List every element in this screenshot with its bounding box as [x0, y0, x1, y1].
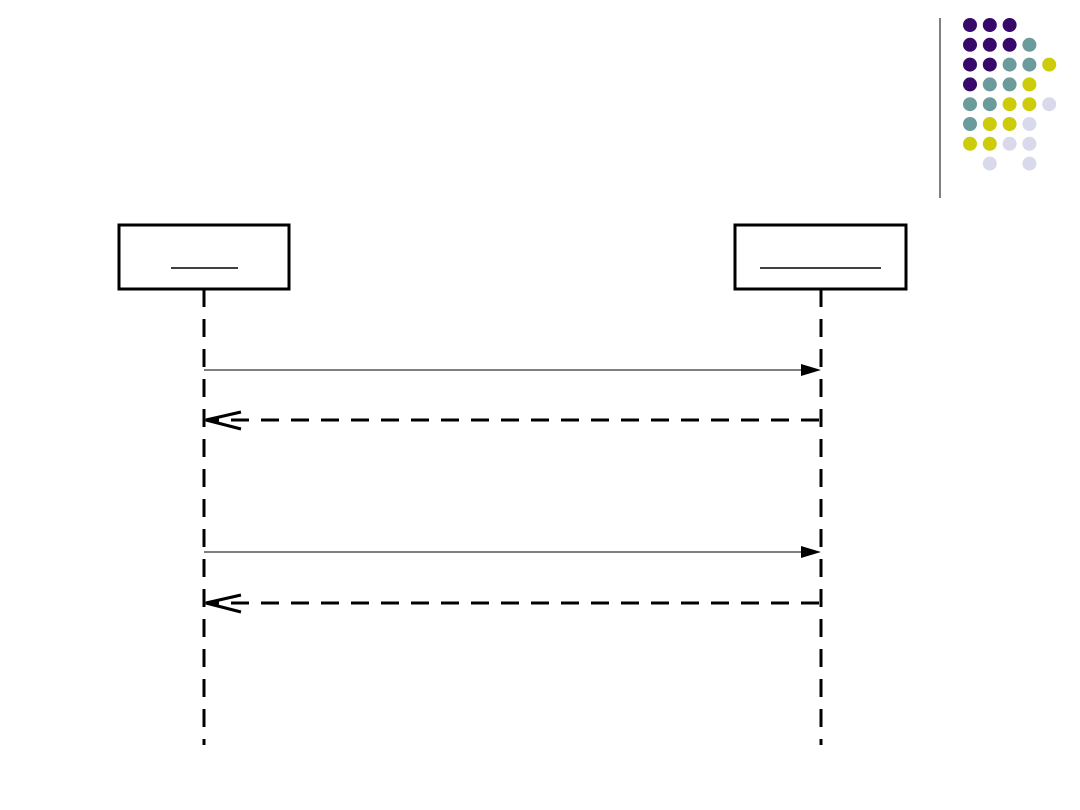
decorative-dot — [982, 117, 997, 131]
message-call-2 — [204, 546, 821, 558]
decorative-dot — [1022, 77, 1037, 92]
message-call-1 — [204, 364, 821, 376]
decorative-dot — [982, 97, 997, 112]
decorative-dot — [1022, 156, 1037, 171]
message-return-1 — [205, 410, 819, 431]
object-box-right — [733, 223, 908, 291]
decorative-dot — [1002, 37, 1017, 52]
decorative-dot — [1022, 97, 1037, 112]
decorative-dot — [982, 18, 997, 32]
decorative-dot — [982, 37, 997, 52]
decorative-dot — [963, 37, 977, 52]
message-return-2 — [205, 593, 819, 614]
decorative-dot — [982, 77, 997, 92]
filled-arrowhead-icon — [801, 364, 821, 376]
open-arrowhead-icon — [205, 593, 242, 614]
decorative-dot — [1002, 18, 1017, 32]
decorative-dot — [1002, 57, 1017, 72]
decorative-dot — [1022, 117, 1037, 131]
decorative-dot — [1042, 57, 1057, 72]
open-arrowhead-icon — [205, 410, 242, 431]
decorative-dot — [1002, 77, 1017, 92]
decorative-dot — [963, 117, 977, 131]
decorative-dot — [963, 136, 977, 151]
decorative-dot — [1002, 97, 1017, 112]
decorative-dot — [1022, 57, 1037, 72]
lifeline-left — [117, 223, 291, 745]
decorative-dot — [1002, 117, 1017, 131]
decorative-dot — [1022, 136, 1037, 151]
decorative-dot — [1022, 37, 1037, 52]
decorative-dot — [963, 77, 977, 92]
decorative-dot-grid — [963, 18, 1057, 171]
decorative-dot — [963, 57, 977, 72]
decorative-dot — [982, 136, 997, 151]
decorative-dot — [1042, 97, 1057, 112]
filled-arrowhead-icon — [801, 546, 821, 558]
decorative-dot — [963, 97, 977, 112]
lifeline-right — [733, 223, 908, 745]
decorative-dot — [982, 57, 997, 72]
object-box-left — [117, 223, 291, 291]
decorative-dot — [1002, 136, 1017, 151]
decorative-dot — [982, 156, 997, 171]
decorative-dot — [963, 18, 977, 32]
